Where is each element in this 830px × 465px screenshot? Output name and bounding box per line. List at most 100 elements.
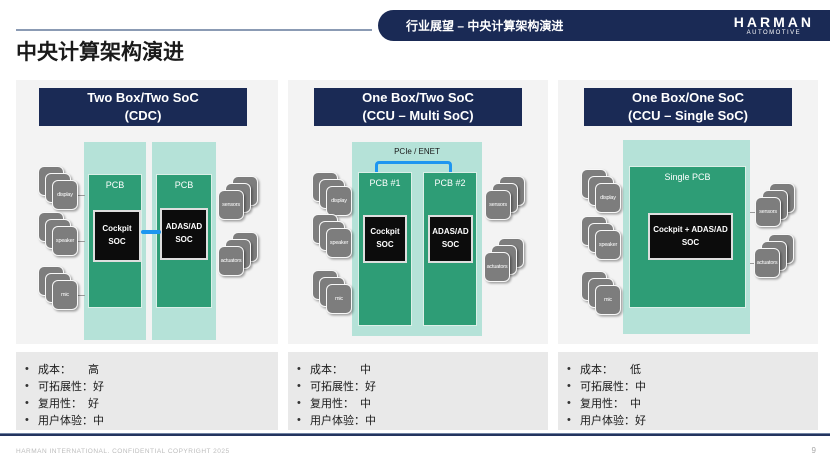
metric-label: 可拓展性： <box>38 380 93 393</box>
cockpit-soc-box: Cockpit SOC <box>363 215 407 263</box>
device-connector-line <box>78 195 85 196</box>
metric-label: 复用性： <box>580 397 624 410</box>
bullet-icon: • <box>297 413 301 426</box>
panel-title-line2: (CCU – Multi SoC) <box>362 108 474 123</box>
device-label: display <box>331 198 347 204</box>
device-label: actuators <box>756 260 778 266</box>
bullet-icon: • <box>25 379 29 392</box>
panel-title-line2: (CCU – Single SoC) <box>628 108 748 123</box>
metric-row: •用户体验：中 <box>288 411 548 428</box>
device-stack-actuators: actuators <box>484 238 525 283</box>
stack-card-front: display <box>595 183 621 213</box>
metric-row: •成本：高 <box>16 360 278 377</box>
header-divider-line <box>16 29 372 31</box>
stack-card-front: speaker <box>595 230 621 260</box>
adas-soc-box: ADAS/AD SOC <box>428 215 473 263</box>
bullet-icon: • <box>297 362 301 375</box>
metric-row: •可拓展性：好 <box>288 377 548 394</box>
brand-division: AUTOMOTIVE <box>746 29 802 36</box>
confidential-notice: HARMAN INTERNATIONAL. CONFIDENTIAL COPYR… <box>16 448 230 455</box>
pcb-label: PCB <box>105 180 125 190</box>
metric-label: 用户体验： <box>38 414 93 427</box>
metric-value: 中 <box>630 397 641 410</box>
stack-card-front: mic <box>595 285 621 315</box>
stack-card-front: mic <box>326 284 352 314</box>
device-label: display <box>57 192 73 198</box>
panel-two-box-two-soc: Two Box/Two SoC (CDC) PCB PCB Cockpit SO… <box>16 80 278 430</box>
metric-row: •复用性：好 <box>16 394 278 411</box>
stack-card-front: sensors <box>755 197 781 227</box>
device-label: display <box>600 195 616 201</box>
metric-value: 好 <box>635 414 646 427</box>
device-stack-speaker: speaker <box>38 212 79 257</box>
architecture-diagram: One Box/Two SoC (CCU – Multi SoC) PCIe /… <box>288 80 548 344</box>
metric-row: •用户体验：好 <box>558 411 818 428</box>
metrics-list: •成本：低 •可拓展性：中 •复用性：中 •用户体验：好 <box>558 352 818 430</box>
device-label: mic <box>61 292 69 298</box>
page-number: 9 <box>811 446 816 455</box>
panel-title: One Box/One SoC (CCU – Single SoC) <box>584 88 792 126</box>
bullet-icon: • <box>25 362 29 375</box>
device-stack-speaker: speaker <box>312 214 353 259</box>
device-stack-mic: mic <box>581 271 622 316</box>
device-label: actuators <box>220 258 242 264</box>
metric-value: 中 <box>93 414 104 427</box>
bullet-icon: • <box>567 379 571 392</box>
harman-logo: HARMAN AUTOMOTIVE <box>734 14 814 37</box>
panel-title-line1: Two Box/Two SoC <box>87 89 199 105</box>
metric-label: 可拓展性： <box>310 380 365 393</box>
bullet-icon: • <box>567 362 571 375</box>
pcb-label: PCB <box>174 180 194 190</box>
stack-card-front: sensors <box>485 190 511 220</box>
panel-title: One Box/Two SoC (CCU – Multi SoC) <box>314 88 522 126</box>
bullet-icon: • <box>567 413 571 426</box>
metric-value: 中 <box>360 363 371 376</box>
device-stack-actuators: actuators <box>218 232 259 277</box>
metric-label: 复用性： <box>310 397 354 410</box>
device-label: sensors <box>759 209 777 215</box>
section-title: 行业展望 – 中央计算架构演进 <box>406 19 564 33</box>
stack-card-front: mic <box>52 280 78 310</box>
device-label: speaker <box>55 238 75 244</box>
device-label: mic <box>335 296 343 302</box>
metric-label: 成本： <box>310 363 343 376</box>
stack-card-front: display <box>52 180 78 210</box>
bullet-icon: • <box>567 396 571 409</box>
metric-label: 可拓展性： <box>580 380 635 393</box>
device-stack-mic: mic <box>312 270 353 315</box>
device-label: mic <box>604 297 612 303</box>
pcb-label: PCB #2 <box>434 178 466 188</box>
metric-row: • 成本： 低 <box>558 360 818 377</box>
device-connector-line <box>750 212 756 213</box>
metric-value: 低 <box>630 363 641 376</box>
cockpit-soc-box: Cockpit SOC <box>93 210 141 262</box>
metric-row: • 成本： 中 <box>288 360 548 377</box>
device-label: sensors <box>222 202 240 208</box>
panel-one-box-two-soc: One Box/Two SoC (CCU – Multi SoC) PCIe /… <box>288 80 548 430</box>
device-connector-line <box>78 241 85 242</box>
metric-value: 高 <box>88 363 99 376</box>
metric-row: • 可拓展性：好 <box>16 377 278 394</box>
device-connector-line <box>750 263 756 264</box>
panel-title: Two Box/Two SoC (CDC) <box>39 88 247 126</box>
device-stack-display: display <box>312 172 353 217</box>
metric-value: 好 <box>88 397 99 410</box>
bus-label: PCIe / ENET <box>394 147 440 156</box>
metric-value: 好 <box>93 380 104 393</box>
panel-title-line1: One Box/One SoC <box>632 89 744 105</box>
bullet-icon: • <box>25 413 29 426</box>
architecture-diagram: One Box/One SoC (CCU – Single SoC) Singl… <box>558 80 818 344</box>
stack-card-front: sensors <box>218 190 244 220</box>
metric-value: 中 <box>365 414 376 427</box>
metric-value: 好 <box>365 380 376 393</box>
stack-card-front: speaker <box>326 228 352 258</box>
device-connector-line <box>78 295 85 296</box>
panel-title-line1: One Box/Two SoC <box>362 89 474 105</box>
device-stack-sensors: sensors <box>755 183 796 228</box>
device-label: speaker <box>329 240 349 246</box>
metric-label: 成本： <box>580 363 613 376</box>
metric-value: 中 <box>360 397 371 410</box>
stack-card-front: speaker <box>52 226 78 256</box>
interconnect-link <box>141 230 161 234</box>
device-stack-speaker: speaker <box>581 216 622 261</box>
